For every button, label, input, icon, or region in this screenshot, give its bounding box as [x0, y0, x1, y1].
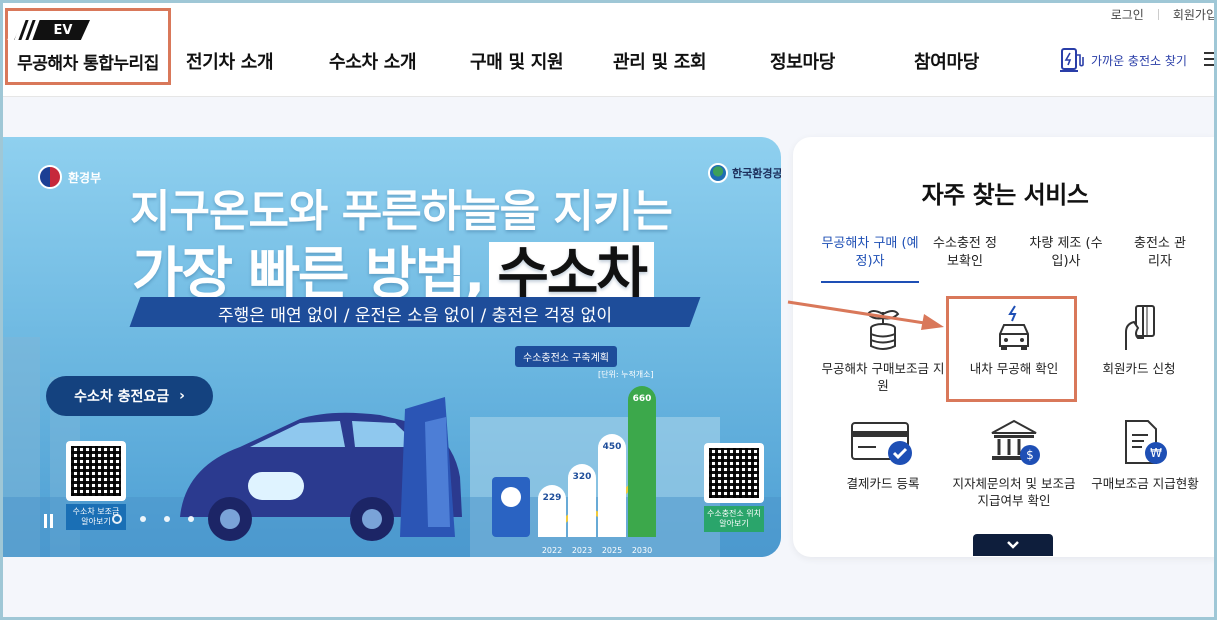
header-divider: [0, 96, 1217, 97]
bank-icon: $: [991, 419, 1040, 465]
hero-title-main: 가장 빠른 방법,: [132, 242, 485, 307]
hero-title-line1: 지구온도와 푸른하늘을 지키는: [130, 186, 673, 237]
hero-title-highlight: 수소차: [489, 242, 654, 307]
service-subsidy-status[interactable]: ₩ 구매보조금 지급현황: [1075, 419, 1215, 492]
chart-bar-value: 450: [602, 442, 622, 452]
tab-buyer[interactable]: 무공해차 구매 (예정)자: [821, 236, 919, 269]
hero-title-line2: 가장 빠른 방법,수소차: [132, 229, 654, 310]
chart-bar-value: 320: [572, 472, 592, 482]
logo-slashes-icon: [7, 20, 43, 40]
qr-code-icon: [705, 444, 763, 502]
service-subsidy[interactable]: 무공해차 구매보조금 지원: [818, 304, 948, 394]
charger-icon: [1060, 48, 1084, 72]
service-my-car-check[interactable]: 내차 무공해 확인: [949, 304, 1079, 377]
chart-category-label: 2022: [541, 546, 563, 555]
nav-info[interactable]: 정보마당: [770, 52, 836, 73]
hydrogen-fee-button[interactable]: 수소차 충전요금 ›: [46, 376, 213, 416]
chart-bar: [628, 386, 656, 537]
document-won-icon: ₩: [1125, 420, 1167, 464]
active-tab-indicator: [821, 281, 919, 283]
highlight-box: [946, 296, 1077, 402]
chevron-down-icon: [1007, 541, 1019, 549]
qr-station[interactable]: [704, 443, 764, 503]
nav-purchase-support[interactable]: 구매 및 지원: [470, 52, 564, 73]
chart-bar: [538, 485, 566, 537]
frequent-services-panel: 자주 찾는 서비스 무공해차 구매 (예정)자 수소충전 정보확인 차량 제조 …: [793, 137, 1217, 557]
nav-participation[interactable]: 참여마당: [914, 52, 980, 73]
service-label: 결제카드 등록: [846, 476, 920, 491]
service-label: 회원카드 신청: [1102, 361, 1176, 376]
electric-car-icon: [999, 305, 1029, 350]
hero-banner: 환경부 한국환경공단 지구온도와 푸른하늘을 지키는 가장 빠른 방법, 수소차 …: [0, 137, 781, 557]
agency-logo: 한국환경공단: [708, 163, 781, 183]
nav-hydrogen-car[interactable]: 수소차 소개: [329, 52, 417, 73]
services-title: 자주 찾는 서비스: [921, 181, 1089, 209]
ministry-logo: 환경부: [38, 165, 101, 189]
site-title: 무공해차 통합누리집: [17, 54, 159, 74]
chart-bar: [568, 464, 596, 537]
ministry-emblem-icon: [38, 165, 62, 189]
agency-name: 한국환경공단: [732, 167, 781, 180]
svg-text:$: $: [1026, 448, 1034, 462]
tab-station-manager[interactable]: 충전소 관리자: [1134, 236, 1186, 269]
tab-manufacturer[interactable]: 차량 제조 (수입)사: [1029, 236, 1103, 269]
card-check-icon: [851, 422, 912, 465]
service-label: 내차 무공해 확인: [969, 361, 1059, 376]
chart-title: 수소충전소 구축계획: [515, 346, 617, 367]
find-charger-link[interactable]: 가까운 충전소 찾기: [1059, 46, 1187, 74]
login-link[interactable]: 로그인: [1110, 8, 1144, 22]
chart-category-label: 2023: [571, 546, 593, 555]
nav-electric-car[interactable]: 전기차 소개: [186, 52, 274, 73]
pointer-arrow-icon: [787, 300, 944, 330]
service-local-gov[interactable]: $ 지자체문의처 및 보조금지급여부 확인: [947, 419, 1081, 509]
service-member-card[interactable]: 회원카드 신청: [1074, 304, 1204, 377]
logo[interactable]: EV 무공해차 통합누리집: [5, 8, 171, 85]
more-services-button[interactable]: [973, 534, 1053, 556]
chevron-right-icon: ›: [179, 388, 185, 404]
svg-text:₩: ₩: [1150, 446, 1162, 460]
pause-icon[interactable]: [44, 514, 56, 528]
service-payment-card[interactable]: 결제카드 등록: [818, 419, 948, 492]
service-label: 구매보조금 지급현황: [1091, 476, 1199, 491]
signup-link[interactable]: 회원가입: [1172, 8, 1217, 22]
slide-dot[interactable]: [140, 516, 146, 522]
find-charger-label: 가까운 충전소 찾기: [1091, 53, 1187, 68]
ministry-name: 환경부: [68, 170, 102, 185]
slide-indicators: [112, 514, 194, 524]
utility-links: 로그인 회원가입: [1097, 6, 1217, 23]
nav-management[interactable]: 관리 및 조회: [613, 52, 707, 73]
chart-category-label: 2025: [601, 546, 623, 555]
slide-dot[interactable]: [188, 516, 194, 522]
chart-bar: [598, 434, 626, 537]
chart-unit: [단위: 누적개소]: [598, 370, 654, 379]
chart-bar-value: 229: [542, 493, 562, 503]
qr-subsidy[interactable]: [66, 441, 126, 501]
chart-bar-value: 660: [632, 394, 652, 404]
qr-station-caption: 수소충전소 위치 알아보기: [704, 506, 764, 532]
tab-hydrogen-info[interactable]: 수소충전 정보확인: [933, 236, 997, 269]
divider: [1157, 9, 1159, 20]
chart-category-label: 2030: [631, 546, 653, 555]
qr-code-icon: [67, 442, 125, 500]
slide-dot-active[interactable]: [112, 514, 122, 524]
slide-dot[interactable]: [164, 516, 170, 522]
card-hand-icon: [1125, 305, 1155, 350]
agency-emblem-icon: [708, 163, 728, 183]
coins-plant-icon: [866, 310, 900, 350]
hydrogen-fee-label: 수소차 충전요금: [74, 389, 170, 405]
service-label: 무공해차 구매보조금 지원: [821, 361, 945, 393]
hamburger-menu-icon[interactable]: [1204, 52, 1216, 70]
service-label: 지자체문의처 및 보조금지급여부 확인: [952, 476, 1076, 508]
hero-subtitle: 주행은 매연 없이 / 운전은 소음 없이 / 충전은 걱정 없이: [218, 306, 612, 326]
